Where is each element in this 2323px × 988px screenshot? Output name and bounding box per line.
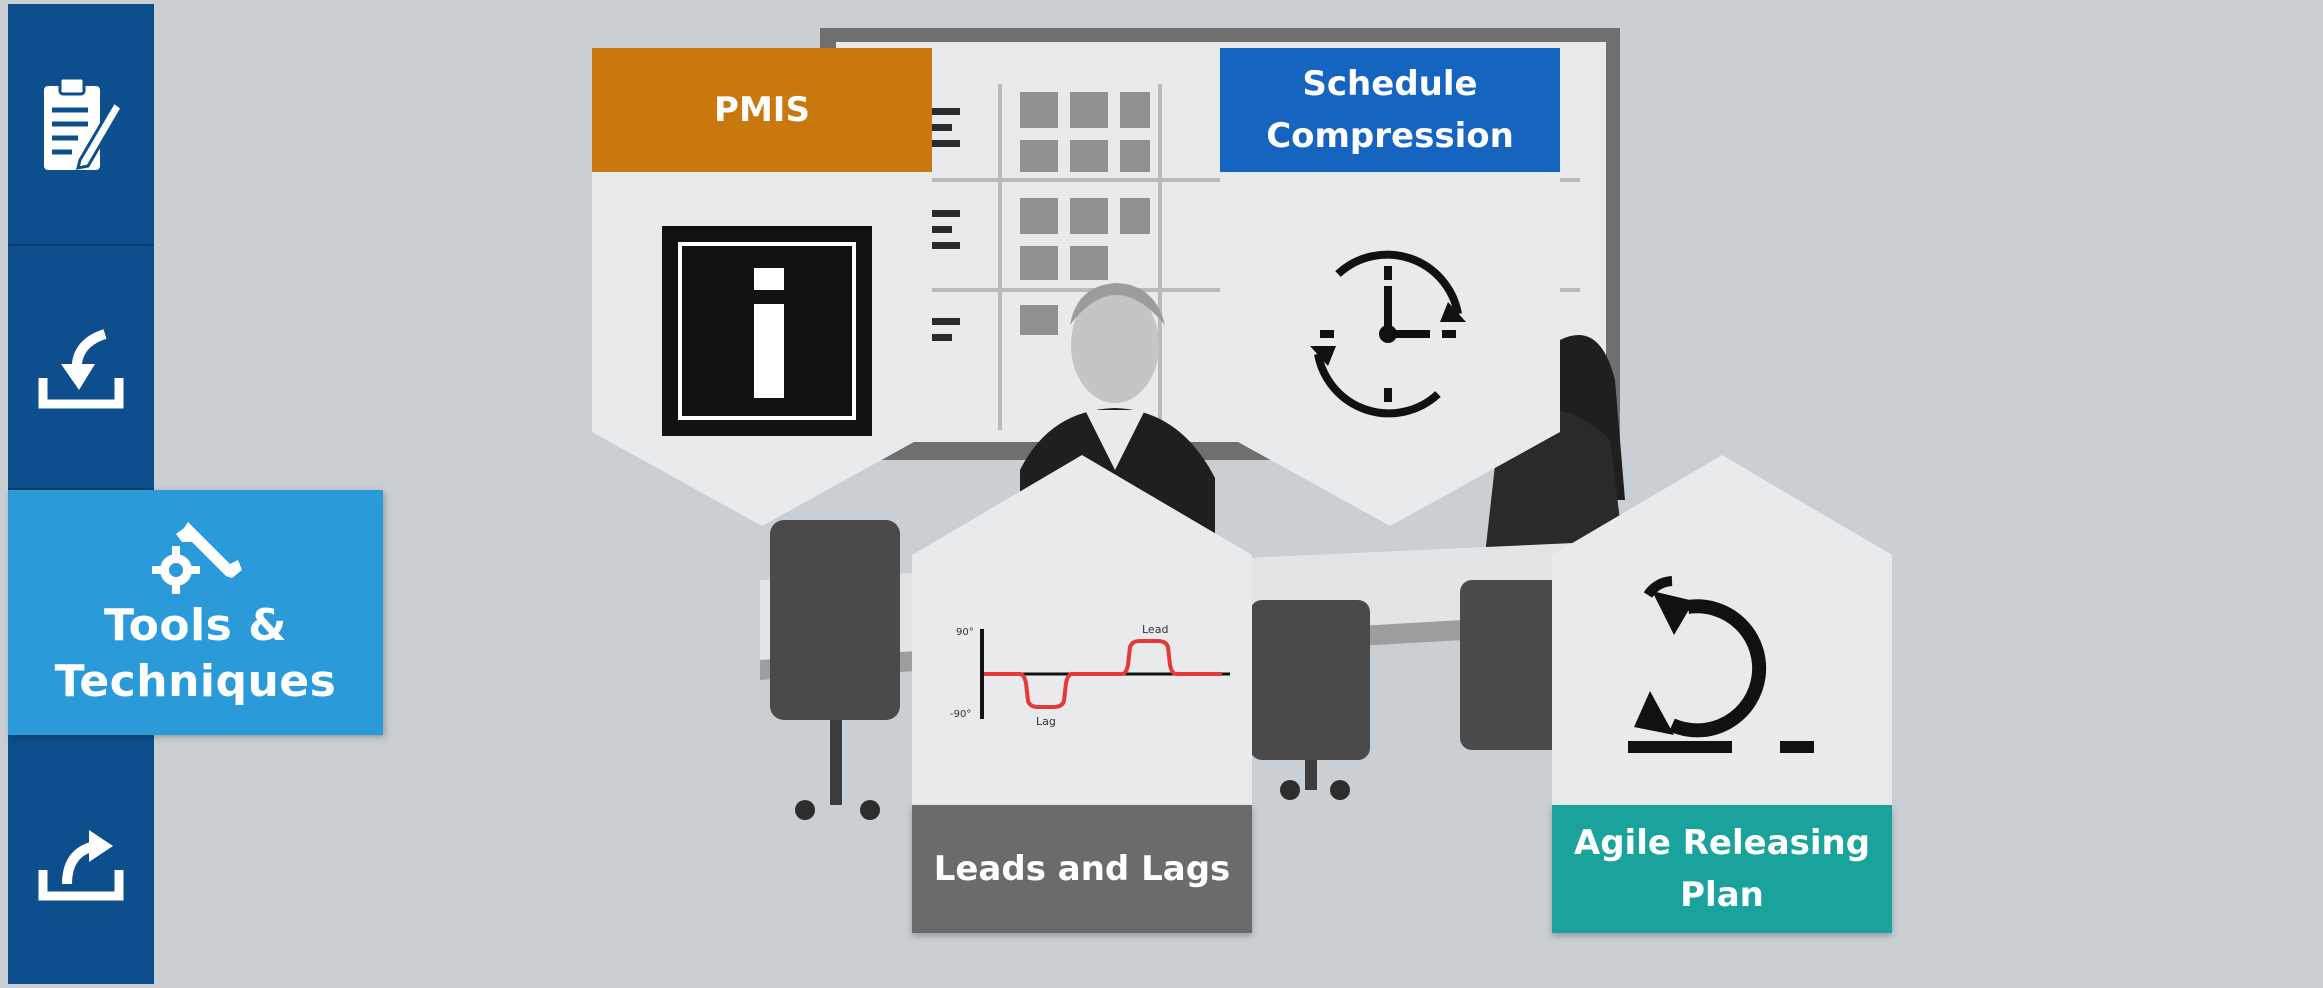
schedule-compression-card-header: Schedule Compression (1220, 48, 1560, 172)
nav-tools-label-line1: Tools & (103, 599, 288, 651)
information-icon (662, 226, 872, 440)
pmis-card-header: PMIS (592, 48, 932, 172)
lead-label: Lead (1142, 623, 1168, 636)
nav-tools-techniques-button[interactable]: Tools & Techniques (8, 490, 383, 735)
schedule-compression-title-line1: Schedule (1302, 64, 1478, 104)
agile-release-card[interactable]: Agile Releasing Plan (1552, 455, 1892, 933)
schedule-compression-card[interactable]: Schedule Compression (1220, 48, 1560, 526)
nav-tools-label-line2: Techniques (54, 655, 337, 707)
agile-release-title-line1: Agile Releasing (1573, 823, 1871, 863)
lead-lag-bottom-tick: -90° (950, 709, 971, 720)
nav-outputs-button[interactable] (8, 740, 154, 980)
download-tray-icon (33, 320, 129, 416)
pmis-card[interactable]: PMIS (592, 48, 932, 526)
schedule-compression-title-line2: Compression (1266, 116, 1514, 156)
lead-lag-wave-icon: 90° -90° Lead Lag (932, 603, 1232, 747)
nav-inputs-button[interactable] (8, 248, 154, 490)
nav-clipboard-button[interactable] (8, 4, 154, 246)
upload-tray-icon (33, 812, 129, 908)
leads-lags-card[interactable]: 90° -90° Lead Lag Leads and Lags (912, 455, 1252, 933)
schedule-compression-card-shape (1220, 172, 1560, 526)
pmis-card-title: PMIS (714, 90, 810, 130)
agile-release-card-shape (1552, 455, 1892, 805)
leads-lags-title: Leads and Lags (933, 849, 1231, 889)
leads-lags-card-footer: Leads and Lags (912, 805, 1252, 933)
agile-release-title-line2: Plan (1680, 875, 1764, 915)
lead-lag-top-tick: 90° (956, 627, 974, 638)
clipboard-edit-icon (38, 72, 124, 176)
leads-lags-card-shape (912, 455, 1252, 805)
clock-cycle-icon (1298, 244, 1478, 428)
tools-wrench-gear-icon (146, 516, 246, 598)
agile-release-card-footer: Agile Releasing Plan (1552, 805, 1892, 933)
lag-label: Lag (1036, 715, 1056, 728)
iteration-loop-icon (1622, 565, 1822, 769)
